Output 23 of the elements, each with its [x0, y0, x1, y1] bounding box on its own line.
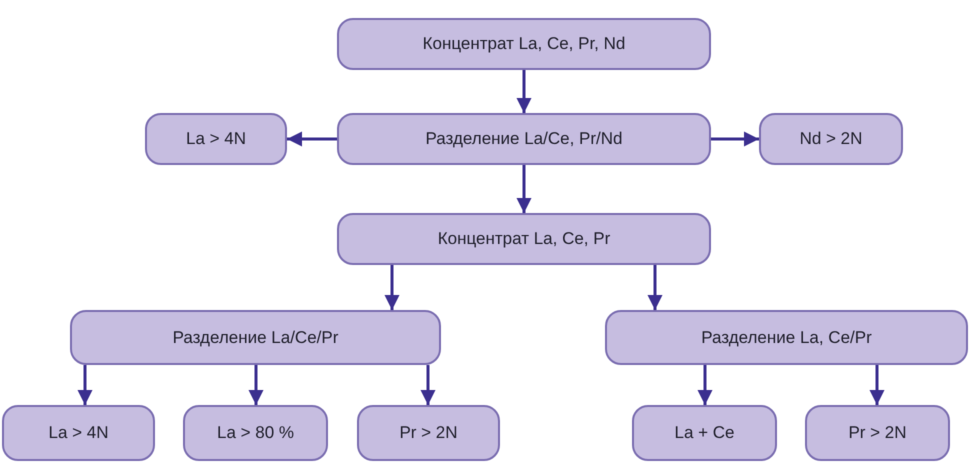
arrow: [516, 165, 532, 213]
process-box: Концентрат La, Ce, Pr: [337, 213, 711, 265]
process-box: La > 80 %: [183, 405, 328, 461]
process-box: La + Ce: [632, 405, 777, 461]
arrow: [420, 365, 436, 405]
arrow: [287, 132, 337, 146]
arrow: [711, 132, 759, 146]
arrow: [698, 365, 712, 405]
arrow: [78, 365, 92, 405]
arrow: [516, 70, 532, 113]
process-box: Nd > 2N: [759, 113, 903, 165]
process-box: Разделение La/Ce/Pr: [70, 310, 441, 365]
process-box: La > 4N: [145, 113, 287, 165]
arrow: [870, 365, 884, 405]
process-box: Разделение La/Ce, Pr/Nd: [337, 113, 711, 165]
process-box: La > 4N: [2, 405, 155, 461]
process-box: Концентрат La, Ce, Pr, Nd: [337, 18, 711, 70]
arrow: [648, 265, 662, 310]
process-box: Pr > 2N: [357, 405, 500, 461]
arrow: [384, 265, 400, 310]
arrow: [248, 365, 264, 405]
process-box: Pr > 2N: [805, 405, 950, 461]
process-box: Разделение La, Ce/Pr: [605, 310, 968, 365]
